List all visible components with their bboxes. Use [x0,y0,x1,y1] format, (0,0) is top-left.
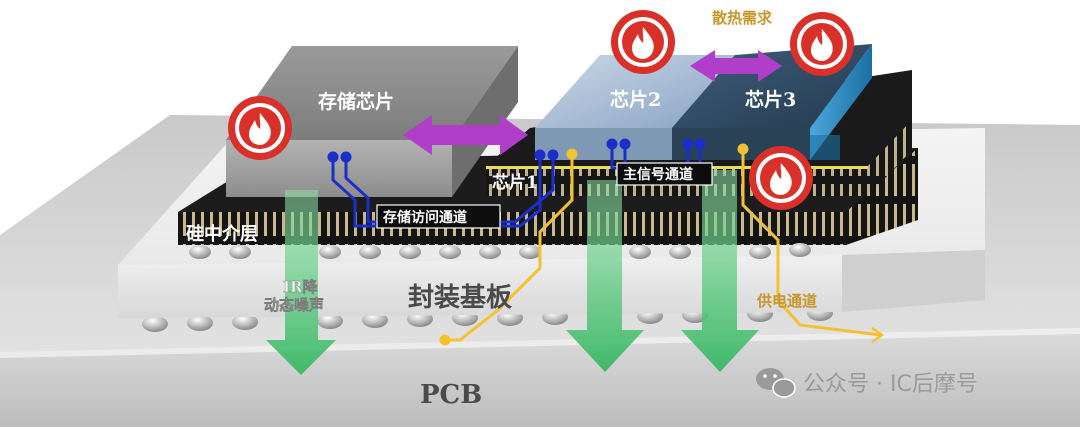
ir-drop-label-line1: IR降 [283,278,318,296]
pcb-label: PCB [420,380,482,410]
interposer-label: 硅中介层 [186,223,258,245]
heat-demand-label: 散热需求 [712,9,773,27]
main-signal-label-box [616,162,713,186]
flame-icon [611,10,675,74]
watermark-text: 公众号 · IC后摩号 [803,372,978,397]
memory-chip-block [226,46,518,197]
main-signal-channel-label: 主信号通道 [623,166,693,183]
interposer-bumps [189,243,811,259]
chip1-label: 芯片1 [492,172,538,193]
power-channel-label: 供电通道 [756,292,817,310]
memory-chip-label: 存储芯片 [318,90,394,113]
ir-drop-label-line2: 动态噪声 [264,296,324,314]
substrate-label: 封装基板 [408,283,512,313]
interconnect-arrows [403,50,782,155]
flame-icon [749,146,813,210]
chip2-label: 芯片2 [610,88,661,111]
chip3-label: 芯片3 [745,88,796,111]
wechat-icon [756,368,796,398]
flame-icon [790,12,854,76]
flame-icon [228,96,292,160]
memory-channel-label-box [376,204,501,229]
heat-flow-arrows [266,170,759,375]
memory-channel-label: 存储访问通道 [383,209,467,226]
power-channel-traces [439,143,885,346]
